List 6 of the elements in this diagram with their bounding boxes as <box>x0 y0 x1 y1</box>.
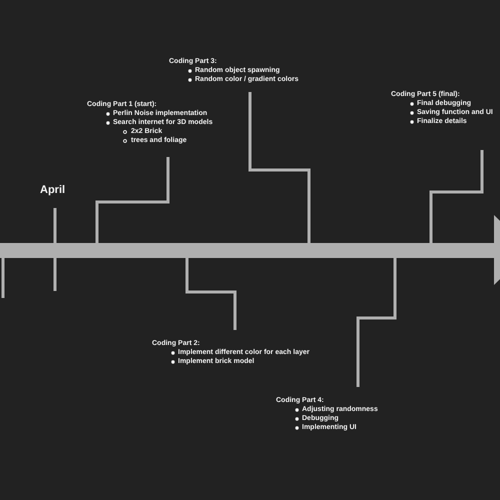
leader-line <box>356 258 396 387</box>
leader-line <box>248 92 310 243</box>
month-label: April <box>40 184 66 197</box>
leader-line <box>96 157 170 243</box>
leader-line <box>430 150 484 243</box>
leader-line <box>186 258 236 330</box>
